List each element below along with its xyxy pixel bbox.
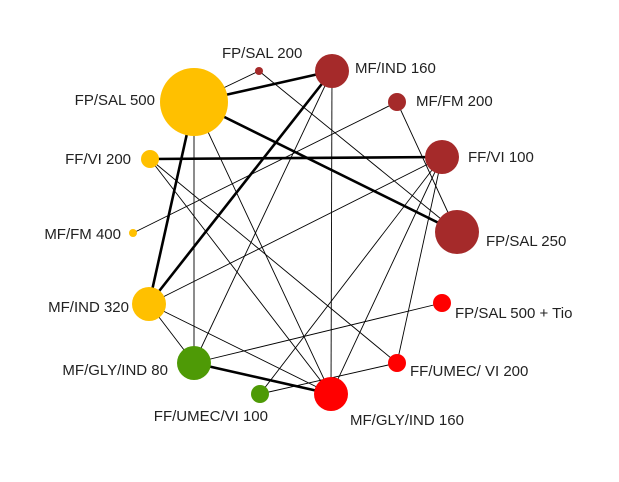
node-fp-sal-500: [160, 68, 228, 136]
edge-ff-vi-200-to-mf-gly-ind-160: [149, 158, 332, 395]
node-ff-vi-200: [141, 150, 159, 168]
node-label-ff-umec-vi-100: FF/UMEC/VI 100: [154, 408, 268, 425]
node-mf-fm-200: [388, 93, 406, 111]
edge-fp-sal-500-to-mf-ind-320: [147, 101, 196, 305]
node-label-fp-sal-250: FP/SAL 250: [486, 233, 566, 250]
node-label-mf-ind-160: MF/IND 160: [355, 60, 436, 77]
edge-fp-sal-200-to-fp-sal-250: [258, 70, 458, 233]
node-label-mf-gly-ind-80: MF/GLY/IND 80: [62, 362, 168, 379]
edge-ff-vi-100-to-ff-umec-vi-200: [396, 156, 443, 364]
edge-ff-vi-200-to-ff-umec-vi-200: [149, 158, 398, 364]
edge-mf-fm-200-to-mf-fm-400: [132, 101, 398, 234]
edge-ff-vi-100-to-mf-gly-ind-160: [330, 156, 443, 395]
node-fp-sal-500-tio: [433, 294, 451, 312]
node-label-mf-fm-200: MF/FM 200: [416, 93, 493, 110]
node-label-fp-sal-200: FP/SAL 200: [222, 45, 302, 62]
node-label-mf-ind-320: MF/IND 320: [48, 299, 129, 316]
edge-mf-ind-160-to-mf-gly-ind-80: [193, 70, 333, 364]
edge-fp-sal-500-to-mf-gly-ind-160: [193, 101, 332, 395]
edge-fp-sal-500-tio-to-mf-gly-ind-80: [193, 302, 443, 364]
edge-mf-ind-160-to-mf-ind-320: [147, 70, 334, 305]
edge-ff-vi-100-to-mf-ind-320: [148, 156, 443, 305]
node-label-mf-gly-ind-160: MF/GLY/IND 160: [350, 412, 464, 429]
node-label-mf-fm-400: MF/FM 400: [44, 226, 121, 243]
node-fp-sal-250: [435, 210, 479, 254]
edge-mf-ind-320-to-mf-gly-ind-160: [148, 303, 332, 395]
edge-mf-gly-ind-80-to-mf-gly-ind-160: [193, 361, 332, 396]
node-ff-umec-vi-200: [388, 354, 406, 372]
node-label-ff-umec-vi-200: FF/UMEC/ VI 200: [410, 363, 528, 380]
node-label-fp-sal-500: FP/SAL 500: [75, 92, 155, 109]
edges-layer: [132, 69, 458, 396]
node-fp-sal-200: [255, 67, 263, 75]
edge-mf-fm-200-to-fp-sal-250: [396, 101, 458, 233]
node-mf-gly-ind-160: [314, 377, 348, 411]
node-mf-ind-160: [315, 54, 349, 88]
node-label-fp-sal-500-tio: FP/SAL 500 + Tio: [455, 305, 572, 322]
edge-ff-vi-100-to-ff-umec-vi-100: [259, 156, 443, 395]
node-mf-gly-ind-80: [177, 346, 211, 380]
node-mf-ind-320: [132, 287, 166, 321]
node-mf-fm-400: [129, 229, 137, 237]
node-label-ff-vi-100: FF/VI 100: [468, 149, 534, 166]
edge-ff-vi-200-to-ff-vi-100: [149, 155, 443, 161]
edge-mf-ind-160-to-mf-gly-ind-160: [330, 70, 333, 395]
node-ff-vi-100: [425, 140, 459, 174]
node-label-ff-vi-200: FF/VI 200: [65, 151, 131, 168]
nodes-layer: [129, 54, 479, 411]
node-ff-umec-vi-100: [251, 385, 269, 403]
edge-fp-sal-500-to-fp-sal-250: [193, 100, 458, 234]
